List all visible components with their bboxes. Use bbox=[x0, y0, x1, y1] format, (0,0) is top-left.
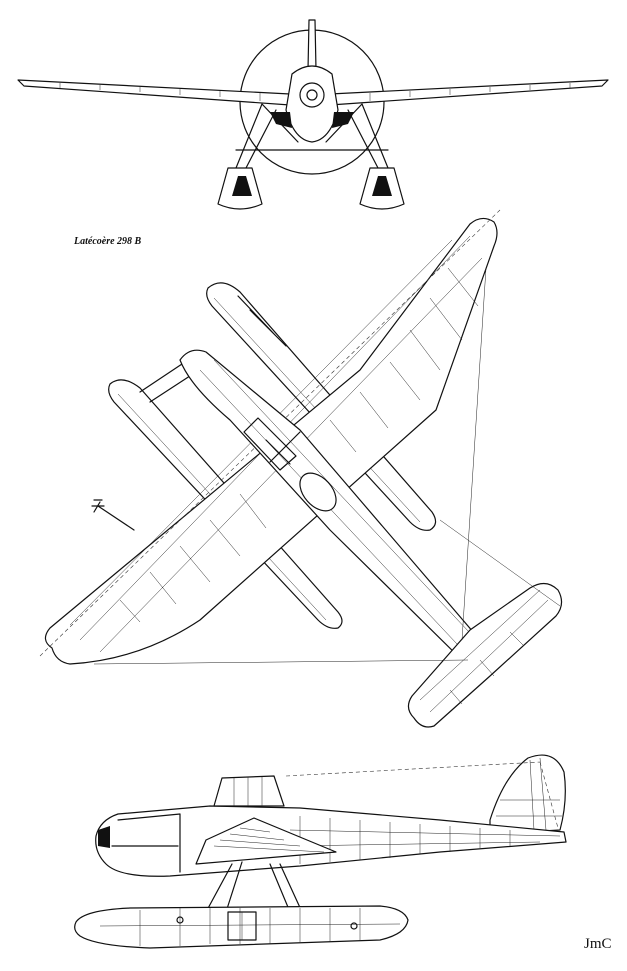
front-view bbox=[17, 19, 609, 210]
plan-wing bbox=[44, 217, 498, 665]
side-wing bbox=[195, 817, 337, 865]
drawing-title: Latécoère 298 B bbox=[74, 236, 142, 247]
side-float-struts bbox=[205, 861, 303, 913]
front-fin bbox=[307, 19, 317, 71]
front-fuselage bbox=[285, 65, 339, 143]
artist-signature: JmC bbox=[584, 936, 612, 952]
front-wing-left bbox=[17, 79, 291, 106]
side-view bbox=[74, 754, 567, 949]
front-wing-right bbox=[329, 79, 609, 106]
side-canopy bbox=[213, 775, 285, 807]
side-float bbox=[74, 905, 409, 949]
plan-cockpit bbox=[299, 472, 337, 512]
float-struts bbox=[235, 103, 389, 169]
side-fin bbox=[489, 754, 566, 835]
plan-view bbox=[39, 209, 563, 728]
plan-tailplane bbox=[407, 582, 563, 728]
